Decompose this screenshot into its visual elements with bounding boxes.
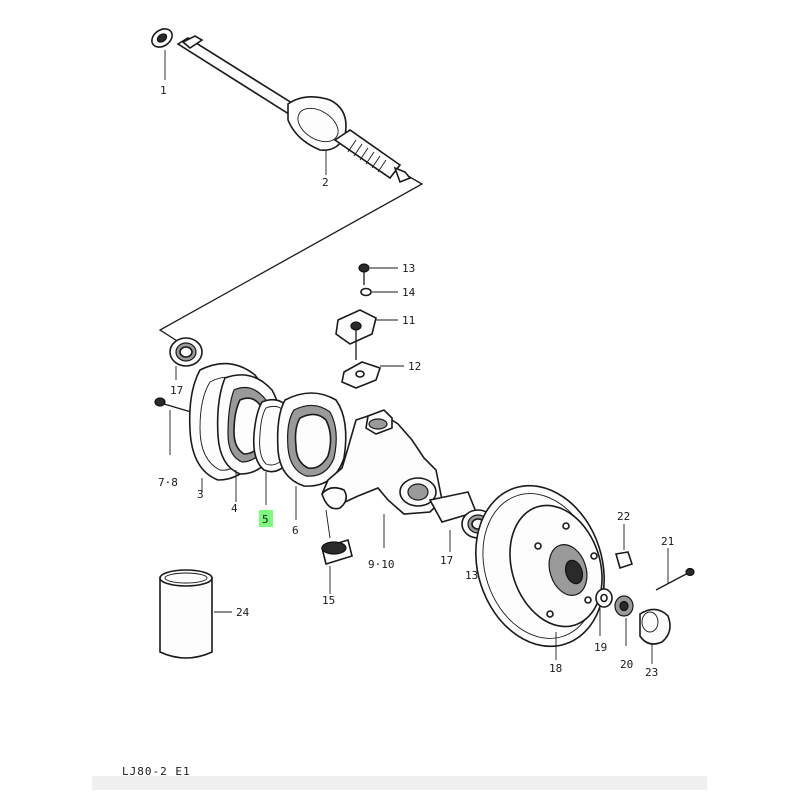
callout-24: 24 (236, 606, 250, 619)
part-23-hub-cap (639, 608, 671, 664)
part-24-cylinder (159, 569, 232, 659)
callout-4: 4 (231, 502, 238, 515)
callout-3: 3 (197, 488, 204, 501)
callout-18: 18 (549, 662, 562, 675)
part-20-lock-nut (614, 595, 634, 646)
part-15-bushing (321, 509, 353, 594)
callout-17-right: 17 (440, 554, 453, 567)
part-21-stud-bolt (655, 548, 695, 591)
part-18-brake-drum (475, 484, 605, 660)
part-13-bolt (358, 263, 398, 285)
callout-12: 12 (408, 360, 421, 373)
callout-9-10: 9·10 (368, 558, 395, 571)
callout-1: 1 (160, 84, 167, 97)
footer-bar (92, 776, 707, 790)
callout-19: 19 (594, 641, 607, 654)
callout-2: 2 (322, 176, 329, 189)
part-19-washer (595, 588, 613, 636)
callout-14: 14 (402, 286, 416, 299)
diagram-code: LJ80-2 E1 (122, 765, 191, 778)
callout-15: 15 (322, 594, 335, 607)
callout-20: 20 (620, 658, 633, 671)
part-1-oil-seal (151, 28, 173, 80)
callout-6: 6 (292, 524, 299, 537)
assembly-guide-line (158, 175, 424, 345)
part-2-axle-shaft (176, 35, 412, 184)
callout-22: 22 (617, 510, 630, 523)
part-6-retainer (276, 392, 347, 520)
callout-5: 5 (262, 513, 269, 526)
callout-23: 23 (645, 666, 658, 679)
callout-11: 11 (402, 314, 415, 327)
part-9-10-steering-knuckle (321, 409, 443, 548)
callout-7-8: 7·8 (158, 476, 178, 489)
callout-13-right: 13 (465, 569, 478, 582)
callout-17-left: 17 (170, 384, 183, 397)
part-12-shim (341, 361, 404, 389)
callout-13-top: 13 (402, 262, 415, 275)
callout-21: 21 (661, 535, 674, 548)
highlight-box-5 (259, 510, 273, 527)
part-17-bearing-left (169, 337, 203, 380)
part-14-washer (360, 287, 398, 297)
part-22-nut (614, 524, 634, 570)
callout-labels: 1 2 13 14 11 12 17 7·8 3 4 5 6 9·10 15 1… (158, 84, 674, 679)
part-11-king-pin-cap (335, 309, 398, 360)
